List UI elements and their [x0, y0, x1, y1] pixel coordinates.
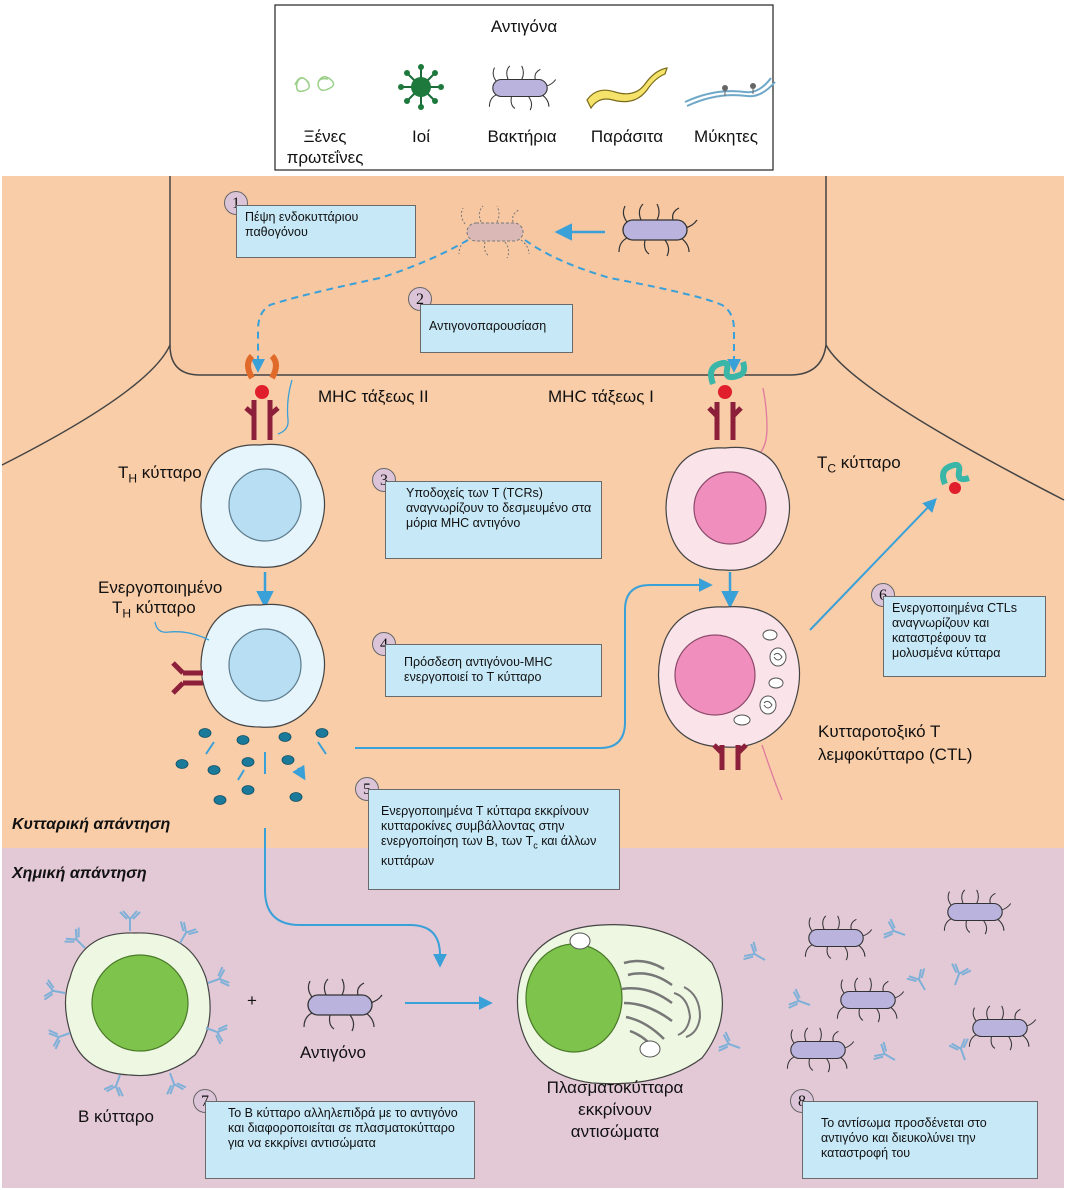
ctl-cell — [657, 606, 801, 801]
step-number-2: 2 — [408, 287, 432, 311]
b-cell-label: Β κύτταρο — [78, 1107, 155, 1126]
step-box-8: Το αντίσωμα προσδένεται στο αντιγόνο και… — [802, 1101, 1038, 1179]
th-cell-label-main: T — [118, 463, 129, 482]
legend-title: Αντιγόνα — [490, 17, 558, 36]
mhc-class-1-label: MHC τάξεως Ι — [548, 387, 654, 406]
foreign-protein-icon — [294, 76, 335, 93]
step-box-1: Πέψη ενδοκυττάριου παθογόνου — [236, 205, 416, 258]
legend-item-fungi: Μύκητες — [694, 127, 758, 146]
tc-cell — [665, 446, 791, 571]
virus-icon — [398, 64, 444, 110]
mhc-class-2-receptor — [244, 353, 293, 440]
legend-item-viruses: Ιοί — [412, 127, 430, 146]
parasite-icon — [586, 67, 668, 110]
activated-th-label-line1: Ενεργοποιημένο — [98, 578, 223, 597]
mhc-class-2-label: MHC τάξεως ΙΙ — [318, 387, 429, 406]
th-cell-label: TH κύτταρο — [118, 463, 202, 488]
plasma-label-line3: αντισώματα — [570, 1122, 660, 1141]
step-box-6: Ενεργοποιημένα CTLs αναγνωρίζουν και κατ… — [883, 596, 1046, 677]
antigen-label: Αντιγόνο — [300, 1043, 366, 1062]
plasma-label-line2: εκκρίνουν — [578, 1100, 652, 1119]
ctl-label-line2: λεμφοκύτταρο (CTL) — [818, 745, 973, 764]
step-5-subscript: c — [533, 840, 538, 851]
step-box-5: Ενεργοποιημένα Τ κύτταρα εκκρίνουν κυττα… — [368, 789, 620, 890]
cytokines — [175, 728, 329, 805]
cellular-response-title: Κυτταρική απάντηση — [12, 816, 171, 833]
plasma-cell-label: Πλασματοκύτταρα εκκρίνουν αντισώματα — [515, 1077, 715, 1143]
step-box-2: Αντιγονοπαρουσίαση — [420, 304, 573, 353]
step-5-text: Ενεργοποιημένα Τ κύτταρα εκκρίνουν κυττα… — [381, 804, 589, 848]
th-cell — [200, 443, 326, 568]
infected-cell-marker — [940, 461, 970, 494]
fungi-icon — [684, 77, 776, 107]
digested-pathogen-icon — [458, 205, 530, 259]
step-box-3: Υποδοχείς των Τ (TCRs) αναγνωρίζουν το δ… — [385, 481, 602, 559]
activated-th-label: Ενεργοποιημένο TH κύτταρο — [98, 578, 222, 623]
legend-item-bacteria: Βακτήρια — [487, 127, 557, 146]
tc-cell-label-sub: C — [827, 461, 837, 476]
tc-cell-label-rest: κύτταρο — [836, 453, 901, 472]
activated-th-label-main: T — [112, 598, 123, 617]
legend-item-parasites: Παράσιτα — [590, 127, 664, 146]
tc-cell-label: TC κύτταρο — [817, 453, 901, 478]
activated-th-cell — [154, 603, 326, 728]
plasma-label-line1: Πλασματοκύτταρα — [546, 1078, 684, 1097]
ctl-label-line1: Κυτταροτοξικό Τ — [818, 722, 941, 741]
b-cell — [42, 910, 232, 1099]
step-box-4: Πρόσδεση αντιγόνου-MHC ενεργοποιεί το Τ … — [385, 644, 602, 697]
step-5-suffix: και άλλων κυττάρων — [381, 834, 597, 868]
legend-foreign-proteins-line1: Ξένες — [303, 127, 347, 146]
legend-foreign-proteins-line2: πρωτεΐνες — [286, 148, 364, 167]
plasma-cell — [516, 924, 723, 1085]
th-cell-label-rest: κύτταρο — [137, 463, 202, 482]
ctl-label: Κυτταροτοξικό Τ λεμφοκύτταρο (CTL) — [818, 720, 972, 766]
legend-item-foreign-proteins: Ξένες πρωτεΐνες — [283, 126, 367, 168]
chemical-response-title: Χημική απάντηση — [12, 865, 147, 882]
tc-cell-label-main: T — [817, 453, 828, 472]
activated-th-label-rest: κύτταρο — [131, 598, 196, 617]
activated-th-label-line2: TH κύτταρο — [98, 598, 222, 623]
th-cell-label-sub: H — [128, 471, 138, 486]
activated-th-label-sub: H — [122, 606, 132, 621]
step-box-7: Το Β κύτταρο αλληλεπιδρά με το αντιγόνο … — [205, 1101, 475, 1179]
plus-sign: + — [247, 991, 257, 1010]
mhc-class-1-receptor — [707, 359, 768, 457]
